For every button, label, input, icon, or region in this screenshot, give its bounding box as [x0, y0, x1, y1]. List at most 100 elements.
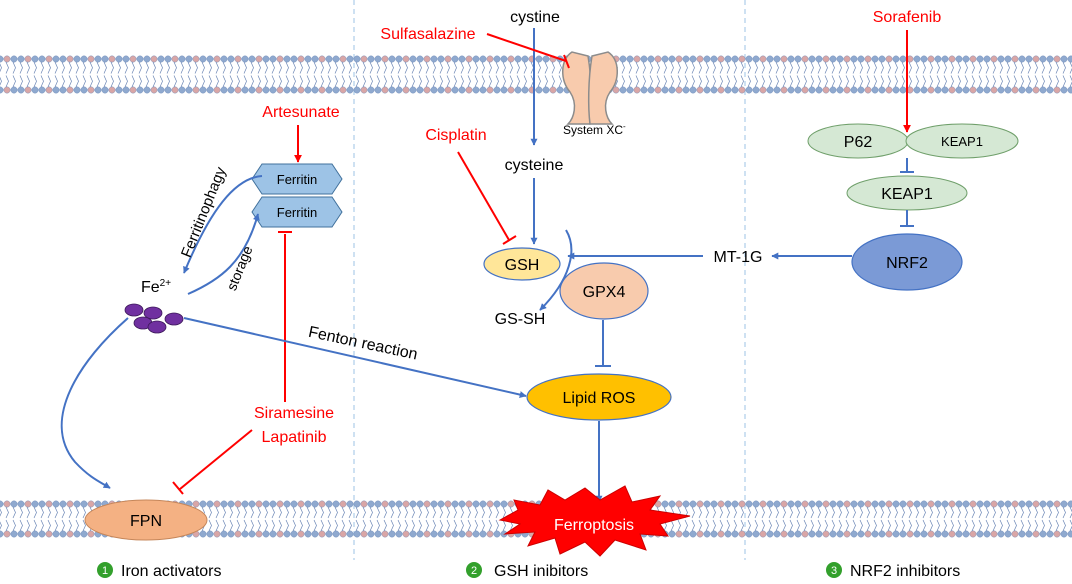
lipid-tail [761, 519, 765, 532]
lipid-tail [390, 506, 394, 519]
lipid-head [171, 86, 179, 94]
lipid-head [745, 530, 753, 538]
lipid-tail [656, 75, 660, 88]
lipid-head [724, 530, 732, 538]
lipid-head [920, 500, 928, 508]
lipid-tail [712, 75, 716, 88]
lipid-head [668, 500, 676, 508]
lipid-head [248, 86, 256, 94]
fenton-reaction-arrow [183, 317, 527, 399]
lipid-head [990, 55, 998, 63]
lipid-head [346, 55, 354, 63]
lipid-tail [432, 75, 436, 88]
lipid-head [675, 55, 683, 63]
lipid-head [164, 55, 172, 63]
lipid-head [234, 500, 242, 508]
lipid-head [262, 86, 270, 94]
lipid-head [927, 530, 935, 538]
lipid-head [535, 86, 543, 94]
lipid-head [290, 500, 298, 508]
lipid-tail [726, 506, 730, 519]
lipid-head [255, 530, 263, 538]
lipid-head [465, 55, 473, 63]
lipid-tail [985, 519, 989, 532]
lipid-head [612, 86, 620, 94]
lipid-tail [509, 75, 513, 88]
lipid-head [38, 86, 46, 94]
lipid-tail [467, 519, 471, 532]
lipid-head [234, 86, 242, 94]
lipid-head [1032, 55, 1040, 63]
lipid-head [374, 55, 382, 63]
lipid-head [388, 500, 396, 508]
lipid-tail [194, 75, 198, 88]
lipid-head [1032, 530, 1040, 538]
lipid-head [689, 530, 697, 538]
section-number-1: 1 [102, 565, 108, 577]
lipid-head [374, 530, 382, 538]
lipid-tail [880, 75, 884, 88]
lipid-head [24, 55, 32, 63]
lipid-head [1067, 530, 1072, 538]
lipid-tail [971, 519, 975, 532]
lipid-tail [1048, 519, 1052, 532]
lipid-head [738, 86, 746, 94]
lipid-head [500, 86, 508, 94]
lipid-tail [936, 75, 940, 88]
lipid-head [934, 55, 942, 63]
lipid-head [920, 86, 928, 94]
lipid-tail [40, 75, 44, 88]
lipid-tail [362, 506, 366, 519]
lipid-head [423, 86, 431, 94]
lipid-tail [418, 75, 422, 88]
lipid-tail [831, 519, 835, 532]
lipid-tail [488, 506, 492, 519]
lipid-tail [642, 75, 646, 88]
lipid-tail [1027, 75, 1031, 88]
lipid-tail [369, 519, 373, 532]
lipid-head [829, 530, 837, 538]
lipid-head [1039, 530, 1047, 538]
lipid-tail [467, 75, 471, 88]
lipid-tail [754, 61, 758, 74]
lipid-tail [950, 506, 954, 519]
lipid-tail [656, 61, 660, 74]
lipid-head [52, 55, 60, 63]
lipid-head [626, 86, 634, 94]
lipid-head [990, 86, 998, 94]
lipid-tail [124, 75, 128, 88]
lipid-head [787, 86, 795, 94]
storage-arrow [187, 213, 260, 295]
lipid-head [836, 500, 844, 508]
lipid-head [87, 55, 95, 63]
lipid-head [556, 86, 564, 94]
lipid-head [66, 530, 74, 538]
system-xc-label: System XC- [563, 122, 626, 137]
lipid-head [1018, 55, 1026, 63]
lipid-head [647, 55, 655, 63]
sulfasalazine-inhibition-bar [563, 54, 570, 69]
lipid-tail [964, 61, 968, 74]
lipid-head [381, 530, 389, 538]
lipid-head [829, 500, 837, 508]
lipid-head [500, 55, 508, 63]
lipid-tail [201, 75, 205, 88]
lipid-head [17, 55, 25, 63]
lipid-head [962, 55, 970, 63]
lipid-head [752, 55, 760, 63]
lipid-tail [411, 506, 415, 519]
lipid-tail [691, 61, 695, 74]
lipid-tail [922, 519, 926, 532]
lipid-tail [985, 61, 989, 74]
lipid-tail [859, 506, 863, 519]
lipid-head [395, 86, 403, 94]
lipid-tail [649, 61, 653, 74]
lipid-tail [68, 75, 72, 88]
lipid-tail [264, 61, 268, 74]
lipid-head [346, 500, 354, 508]
lipid-head [59, 55, 67, 63]
lipid-head [1060, 500, 1068, 508]
lipid-head [283, 55, 291, 63]
lipid-tail [803, 506, 807, 519]
